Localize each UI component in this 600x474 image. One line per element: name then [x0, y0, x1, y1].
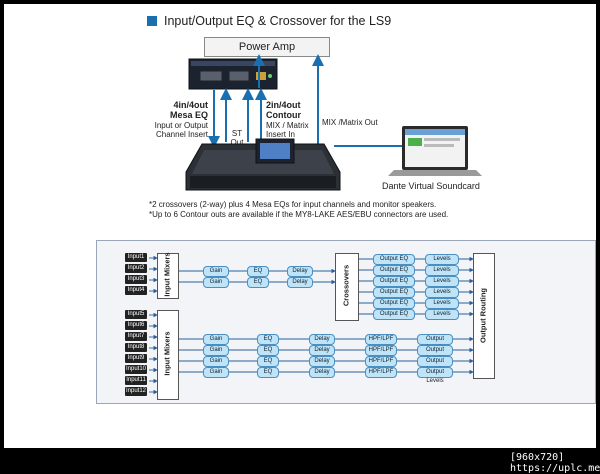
output-eq-block: Output EQ — [373, 309, 415, 320]
eq-block: EQ — [257, 356, 279, 367]
levels-block: Levels — [425, 265, 459, 276]
connection-diagram — [185, 54, 482, 191]
lake-card-device — [188, 58, 278, 90]
page-title: Input/Output EQ & Crossover for the LS9 — [164, 14, 392, 28]
signal-flow-diagram: Input1 Input2 Input3 Input4 Input5 Input… — [96, 240, 596, 404]
title-row: Input/Output EQ & Crossover for the LS9 — [147, 14, 391, 28]
input-mixers-label-top: Input Mixers — [162, 252, 172, 297]
input-mixers-label-bottom: Input Mixers — [162, 331, 172, 376]
input-label: Input7 — [125, 332, 147, 341]
input-label: Input12 — [125, 387, 147, 396]
hpf-lpf-block: HPF/LPF — [365, 334, 397, 345]
eq-block: EQ — [257, 345, 279, 356]
footer-watermark: [960x720] https://uplc.me/ — [510, 452, 600, 474]
mesa-eq-label: 4in/4out Mesa EQ — [169, 100, 208, 120]
output-eq-block: Output EQ — [373, 265, 415, 276]
output-levels-block: Output Levels — [417, 345, 453, 362]
insert-label: Input or Output Channel Insert — [154, 121, 208, 139]
crossovers-box — [335, 253, 359, 321]
eq-block: EQ — [247, 277, 269, 288]
eq-block: EQ — [257, 367, 279, 378]
delay-block: Delay — [309, 334, 335, 345]
delay-block: Delay — [287, 266, 313, 277]
input-mixers-box-bottom — [157, 310, 179, 400]
output-routing-box — [473, 253, 495, 379]
input-label: Input5 — [125, 310, 147, 319]
input-label: Input9 — [125, 354, 147, 363]
laptop-device — [388, 126, 482, 176]
input-label: Input2 — [125, 264, 147, 273]
output-eq-block: Output EQ — [373, 287, 415, 298]
footnote-1: *2 crossovers (2-way) plus 4 Mesa EQs fo… — [149, 200, 437, 209]
levels-block: Levels — [425, 287, 459, 298]
input-label: Input4 — [125, 286, 147, 295]
output-routing-label: Output Routing — [478, 288, 488, 343]
footnote-2: *Up to 6 Contour outs are available if t… — [149, 210, 449, 219]
matrix-insert-label: MIX / Matrix Insert In — [266, 121, 309, 139]
output-levels-block: Output Levels — [417, 334, 453, 351]
gain-block: Gain — [203, 356, 229, 367]
output-levels-block: Output Levels — [417, 356, 453, 373]
delay-block: Delay — [287, 277, 313, 288]
gain-block: Gain — [203, 345, 229, 356]
delay-block: Delay — [309, 356, 335, 367]
contour-label: 2in/4out Contour — [266, 100, 301, 120]
eq-block: EQ — [257, 334, 279, 345]
footnotes: *2 crossovers (2-way) plus 4 Mesa EQs fo… — [149, 200, 448, 220]
output-eq-block: Output EQ — [373, 298, 415, 309]
input-label: Input1 — [125, 253, 147, 262]
levels-block: Levels — [425, 276, 459, 287]
output-eq-block: Output EQ — [373, 276, 415, 287]
dante-label: Dante Virtual Soundcard — [382, 181, 480, 191]
gain-block: Gain — [203, 367, 229, 378]
power-amp-box: Power Amp — [204, 37, 330, 57]
input-label: Input8 — [125, 343, 147, 352]
input-label: Input10 — [125, 365, 147, 374]
input-label: Input6 — [125, 321, 147, 330]
eq-block: EQ — [247, 266, 269, 277]
output-eq-block: Output EQ — [373, 254, 415, 265]
ls9-console-device — [185, 138, 341, 191]
input-mixers-box-top — [157, 253, 179, 299]
gain-block: Gain — [203, 266, 229, 277]
hpf-lpf-block: HPF/LPF — [365, 367, 397, 378]
page: Input/Output EQ & Crossover for the LS9 … — [4, 4, 596, 448]
levels-block: Levels — [425, 254, 459, 265]
title-bullet-icon — [147, 16, 157, 26]
levels-block: Levels — [425, 298, 459, 309]
delay-block: Delay — [309, 345, 335, 356]
output-levels-block: Output Levels — [417, 367, 453, 384]
gain-block: Gain — [203, 277, 229, 288]
matrix-out-label: MIX /Matrix Out — [322, 118, 378, 127]
input-label: Input11 — [125, 376, 147, 385]
hpf-lpf-block: HPF/LPF — [365, 356, 397, 367]
st-out-label: ST Out — [230, 129, 244, 147]
input-label: Input3 — [125, 275, 147, 284]
gain-block: Gain — [203, 334, 229, 345]
hpf-lpf-block: HPF/LPF — [365, 345, 397, 356]
levels-block: Levels — [425, 309, 459, 320]
crossovers-label: Crossovers — [341, 264, 351, 307]
delay-block: Delay — [309, 367, 335, 378]
